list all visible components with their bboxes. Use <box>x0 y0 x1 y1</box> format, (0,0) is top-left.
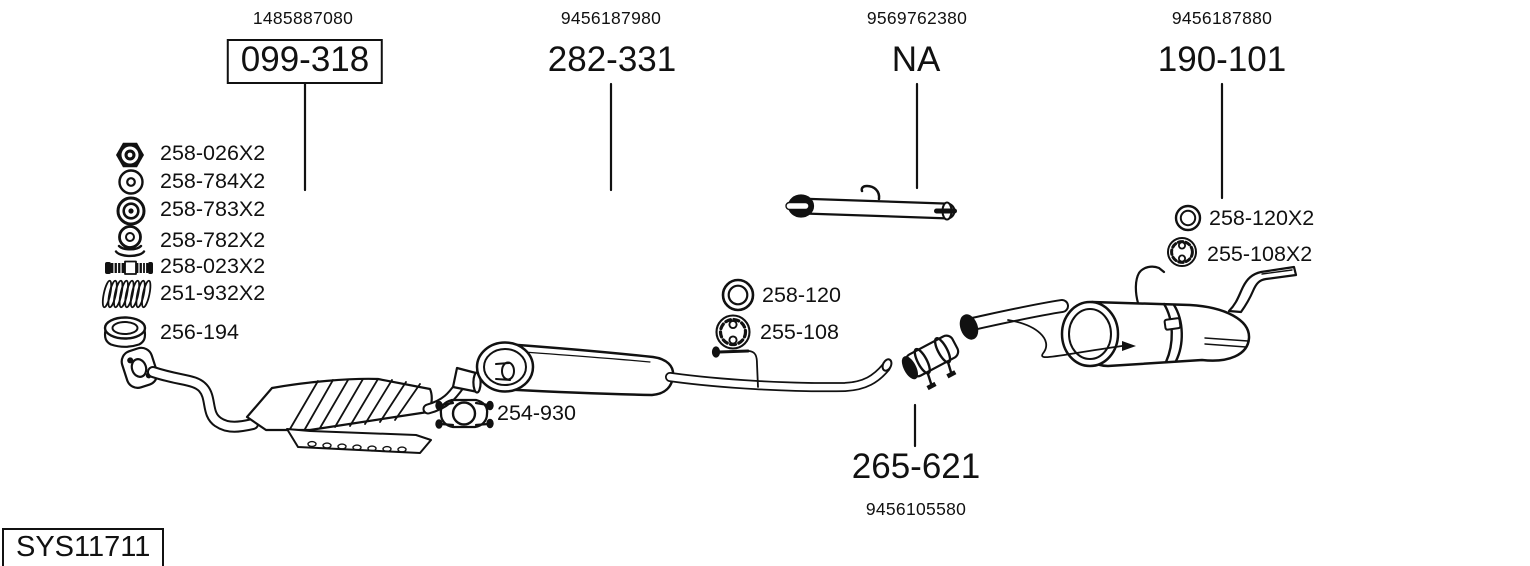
muffler-band <box>1162 302 1173 364</box>
part-label-258-783X2[interactable]: 258-783X2 <box>160 197 266 221</box>
gasket-ring-icon <box>103 316 147 348</box>
sealing-ring-icon <box>1174 204 1202 232</box>
part-label-254-930[interactable]: 254-930 <box>497 401 576 425</box>
flow-arrowhead <box>1122 341 1136 351</box>
cone-washer-icon <box>114 225 146 258</box>
part-label-258-023X2[interactable]: 258-023X2 <box>160 254 266 278</box>
part-label-258-026X2[interactable]: 258-026X2 <box>160 141 266 165</box>
stud-bolt-icon <box>105 260 153 275</box>
rubber-hanger-icon <box>1167 237 1197 267</box>
part-label-255-108X2[interactable]: 255-108X2 <box>1207 242 1313 266</box>
rear-tailpipe-fishtail <box>1227 265 1298 314</box>
pipe-coupling <box>901 334 960 391</box>
part-label-258-120X2[interactable]: 258-120X2 <box>1209 206 1315 230</box>
section-label-282-331[interactable]: 282-331 <box>547 40 677 79</box>
rear-inlet-pipe <box>959 299 1069 340</box>
section-label-099-318[interactable]: 099-318 <box>226 39 384 84</box>
part-label-256-194[interactable]: 256-194 <box>160 320 239 344</box>
rubber-hanger-icon <box>715 314 751 350</box>
oe-ref-5: 9456105580 <box>865 499 967 519</box>
rear-muffler-body <box>1007 265 1251 368</box>
center-muffler <box>475 341 675 397</box>
section-label-190-101[interactable]: 190-101 <box>1157 40 1287 79</box>
part-label-258-782X2[interactable]: 258-782X2 <box>160 228 266 252</box>
spring-icon <box>101 279 152 309</box>
system-id-badge: SYS11711 <box>2 528 165 566</box>
grommet-icon <box>116 196 146 226</box>
flange-nut-icon <box>116 142 144 168</box>
oe-ref-2: 9456187980 <box>560 8 662 28</box>
oe-ref-1: 1485887080 <box>252 8 354 28</box>
oe-ref-4: 9456187880 <box>1171 8 1273 28</box>
oe-ref-3: 9569762380 <box>866 8 968 28</box>
part-label-258-784X2[interactable]: 258-784X2 <box>160 169 266 193</box>
pipe-hook <box>860 184 881 201</box>
section-label-265-621[interactable]: 265-621 <box>851 447 981 486</box>
section-label-na[interactable]: NA <box>891 40 941 79</box>
muffler-hanger-rod <box>1134 265 1166 305</box>
middle-pipe <box>785 184 957 221</box>
catalytic-converter <box>245 366 482 454</box>
washer-icon <box>118 169 144 195</box>
sealing-ring-icon <box>721 278 755 312</box>
clamp-icon <box>435 398 494 429</box>
part-label-258-120[interactable]: 258-120 <box>762 283 841 307</box>
front-downpipe <box>147 366 259 433</box>
center-tailpipe <box>665 358 893 393</box>
part-label-251-932X2[interactable]: 251-932X2 <box>160 281 266 305</box>
part-label-255-108[interactable]: 255-108 <box>760 320 839 344</box>
hanger-pin-and-rod <box>711 346 759 388</box>
flow-curve <box>1007 319 1123 359</box>
